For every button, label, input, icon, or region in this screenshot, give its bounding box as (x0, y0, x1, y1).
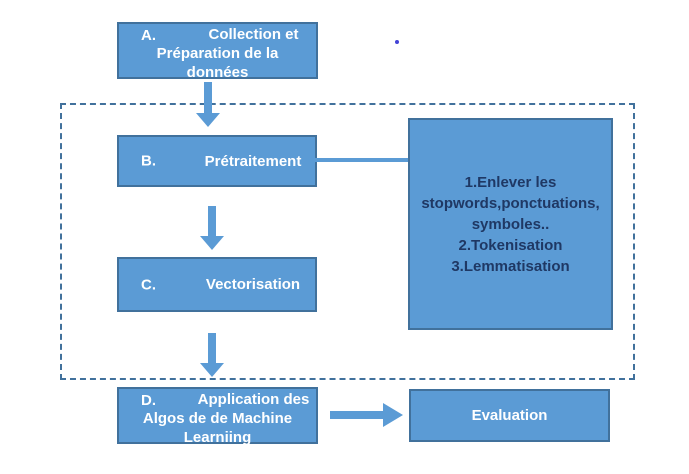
arrow-right-d-to-evaluation-icon (330, 403, 403, 427)
details-line: 1.Enlever les (464, 173, 557, 191)
step-b-marker: B. (141, 152, 156, 170)
step-b-box: B. Prétraitement (117, 135, 317, 187)
arrow-down-a-to-b-icon (196, 82, 220, 127)
step-c-line: Vectorisation (205, 276, 301, 293)
step-a-marker: A. (141, 27, 156, 44)
details-line: 3.Lemmatisation (451, 257, 570, 275)
details-line: symboles.. (471, 215, 550, 233)
step-d-line: Learniing (183, 429, 252, 446)
details-line: 2.Tokenisation (458, 236, 563, 254)
evaluation-label: Evaluation (471, 407, 548, 424)
step-a-box: A. Collection et Préparation de la donné… (117, 22, 318, 81)
step-d-line: Algos de de Machine (142, 410, 293, 427)
step-d-box: D. Application des Algos de de Machine L… (117, 387, 318, 446)
step-a-line: Collection et (208, 26, 299, 43)
step-b-line: Prétraitement (204, 152, 302, 170)
arrow-down-b-to-c-icon (200, 206, 224, 250)
step-d-marker: D. (141, 392, 156, 409)
step-c-marker: C. (141, 276, 156, 293)
step-a-line: données (186, 64, 249, 81)
step-d-line: Application des (197, 391, 310, 408)
stray-dot (395, 40, 399, 44)
step-c-box: C. Vectorisation (117, 257, 317, 312)
evaluation-box: Evaluation (409, 389, 610, 442)
arrow-down-c-to-d-icon (200, 333, 224, 377)
connector-b-to-details (315, 158, 409, 162)
preprocessing-details-box: 1.Enlever les stopwords,ponctuations, sy… (408, 118, 613, 330)
dashed-group-frame (60, 103, 635, 380)
details-line: stopwords,ponctuations, (421, 194, 600, 212)
step-a-line: Préparation de la (156, 45, 279, 62)
